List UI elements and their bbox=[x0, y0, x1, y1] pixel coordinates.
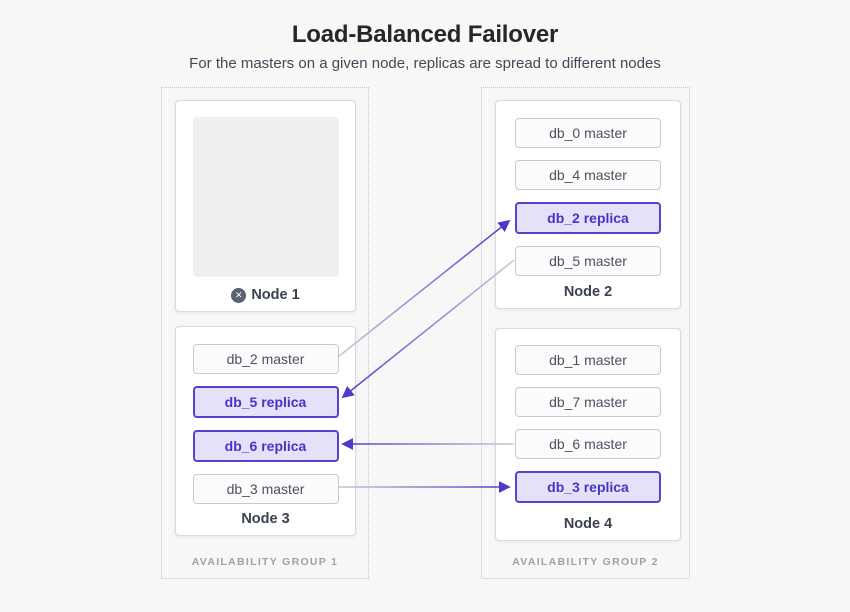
availability-group-1-label: AVAILABILITY GROUP 1 bbox=[191, 556, 339, 568]
node-4-card: db_1 master db_7 master db_6 master db_3… bbox=[495, 328, 681, 541]
node-failed-icon: ✕ bbox=[231, 287, 247, 303]
node-name: Node 3 bbox=[241, 511, 290, 527]
db-box-node4-db1-master: db_1 master bbox=[515, 345, 661, 375]
node-2-label: Node 2 bbox=[496, 284, 680, 300]
node-1-failed-placeholder bbox=[192, 117, 339, 277]
node-1-card: ✕ Node 1 bbox=[175, 100, 356, 312]
db-box-node3-db2-master: db_2 master bbox=[192, 344, 339, 374]
node-3-card: db_2 master db_5 replica db_6 replica db… bbox=[175, 326, 356, 536]
node-3-label: Node 3 bbox=[176, 511, 355, 527]
db-box-node4-db3-replica: db_3 replica bbox=[515, 471, 661, 503]
db-box-node4-db7-master: db_7 master bbox=[515, 387, 661, 417]
node-1-label: ✕ Node 1 bbox=[176, 287, 355, 303]
node-name: Node 2 bbox=[563, 284, 613, 300]
page-title: Load-Balanced Failover bbox=[291, 21, 559, 48]
db-box-node2-db4-master: db_4 master bbox=[515, 160, 661, 190]
db-box-node3-db6-replica: db_6 replica bbox=[192, 430, 339, 462]
node-name: Node 4 bbox=[563, 516, 613, 532]
diagram-header: Load-Balanced Failover For the masters o… bbox=[0, 21, 850, 73]
availability-group-2-label: AVAILABILITY GROUP 2 bbox=[512, 556, 659, 568]
db-box-node3-db3-master: db_3 master bbox=[192, 474, 339, 504]
node-name: Node 1 bbox=[251, 287, 300, 303]
db-box-node2-db2-replica: db_2 replica bbox=[515, 202, 661, 234]
db-box-node4-db6-master: db_6 master bbox=[515, 429, 661, 459]
availability-group-1: ✕ Node 1 db_2 master db_5 replica db_6 r… bbox=[161, 87, 369, 579]
page-subtitle: For the masters on a given node, replica… bbox=[189, 55, 661, 73]
db-box-node3-db5-replica: db_5 replica bbox=[192, 386, 339, 418]
db-box-node2-db5-master: db_5 master bbox=[515, 246, 661, 276]
node-4-label: Node 4 bbox=[496, 516, 680, 532]
db-box-node2-db0-master: db_0 master bbox=[515, 118, 661, 148]
availability-group-2: db_0 master db_4 master db_2 replica db_… bbox=[481, 87, 690, 579]
node-2-card: db_0 master db_4 master db_2 replica db_… bbox=[495, 100, 681, 309]
